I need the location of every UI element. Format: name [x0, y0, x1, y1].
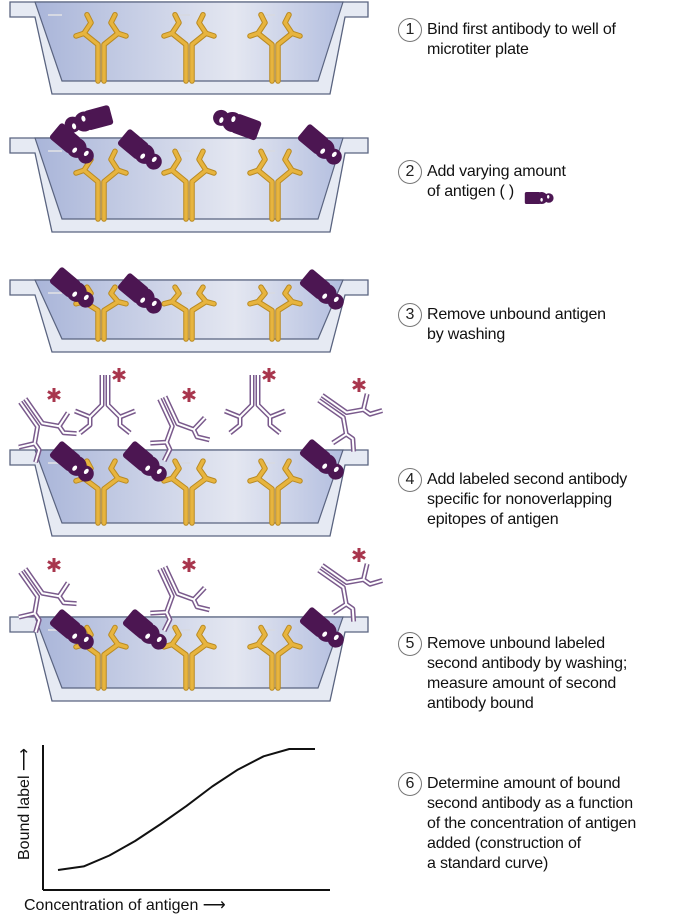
microtiter-well-1	[9, 1, 369, 95]
label-asterisk-icon	[47, 558, 61, 572]
antigen	[49, 609, 94, 650]
well-liquid	[34, 1, 344, 82]
label-asterisk-icon	[352, 548, 366, 562]
label-asterisk-icon	[47, 388, 61, 402]
antigen	[64, 105, 114, 133]
step-6: 6 Determine amount of bound second antibod…	[398, 772, 636, 874]
antigen	[122, 441, 167, 482]
antigen-legend-icon	[524, 192, 554, 204]
step-line: Add varying amount	[427, 163, 566, 180]
first-antibody	[247, 624, 303, 691]
labeled-second-antibody	[224, 375, 286, 435]
label-asterisk-icon	[112, 368, 126, 382]
step-number-badge: 4	[398, 468, 422, 492]
antigen	[524, 192, 554, 204]
antigen	[117, 273, 162, 314]
step-number-badge: 5	[398, 632, 422, 656]
first-antibody	[161, 12, 217, 84]
antigen	[49, 441, 94, 482]
label-asterisk-icon	[182, 388, 196, 402]
step-line: epitopes of antigen	[427, 511, 559, 528]
x-axis-label: Concentration of antigen ⟶	[24, 897, 226, 914]
step-line: by washing	[427, 326, 506, 343]
labeled-second-antibody	[18, 397, 77, 463]
labeled-second-antibody	[150, 395, 211, 463]
step-number-badge: 6	[398, 772, 422, 796]
label-asterisk-icon	[262, 368, 276, 382]
microtiter-well-2	[9, 105, 369, 233]
labeled-second-antibody	[150, 565, 211, 633]
standard-curve-chart	[42, 745, 330, 891]
step-description: Add varying amount of antigen ( )	[427, 162, 566, 202]
labeled-second-antibody	[74, 375, 136, 435]
step-4: 4 Add labeled second antibody specific for…	[398, 468, 627, 530]
step-line: Add labeled second antibody	[427, 471, 628, 488]
first-antibody	[247, 12, 303, 84]
first-antibody	[73, 624, 129, 691]
label-asterisk-icon	[182, 558, 196, 572]
step-line: of antigen ( )	[427, 183, 515, 200]
antigen	[117, 129, 162, 170]
first-antibody	[161, 458, 217, 526]
first-antibody	[161, 284, 217, 342]
step-3: 3 Remove unbound antigen by washing	[398, 303, 606, 345]
step-line: second antibody as a function	[427, 795, 633, 812]
first-antibody	[161, 624, 217, 691]
antigen	[49, 267, 94, 308]
step-description: Bind first antibody to well of microtiter…	[427, 20, 616, 60]
step-line: antibody bound	[427, 695, 534, 712]
antigen	[299, 439, 344, 480]
antigen	[213, 109, 262, 141]
step-line: Remove unbound antigen	[427, 306, 606, 323]
labeled-second-antibody	[18, 567, 77, 633]
antigen	[299, 607, 344, 648]
step-line: specific for nonoverlapping	[427, 491, 612, 508]
step-line: Bind first antibody to well of	[427, 21, 616, 38]
y-axis-label: Bound label ⟶	[16, 748, 33, 860]
step-number-badge: 1	[398, 18, 422, 42]
microtiter-well-4	[9, 368, 383, 537]
step-line: microtiter plate	[427, 41, 529, 58]
first-antibody	[247, 458, 303, 526]
step-description: Remove unbound labeled second antibody by…	[427, 634, 627, 714]
step-line: Remove unbound labeled	[427, 635, 605, 652]
labeled-second-antibody	[317, 393, 383, 452]
antigen	[49, 123, 94, 164]
label-asterisk-icon	[352, 378, 366, 392]
labeled-second-antibody	[317, 563, 383, 622]
step-number-badge: 2	[398, 160, 422, 184]
step-2: 2 Add varying amount of antigen ( )	[398, 160, 566, 202]
antigen	[122, 609, 167, 650]
step-line: of the concentration of antigen	[427, 815, 637, 832]
step-line: measure amount of second	[427, 675, 617, 692]
step-line: second antibody by washing;	[427, 655, 628, 672]
first-antibody	[247, 284, 303, 342]
step-1: 1 Bind first antibody to well of microtite…	[398, 18, 616, 60]
antigen	[299, 269, 344, 310]
antigen	[297, 124, 342, 165]
step-description: Determine amount of bound second antibody…	[427, 774, 636, 874]
step-number-badge: 3	[398, 303, 422, 327]
step-line: added (construction of	[427, 835, 581, 852]
standard-curve-line	[57, 748, 315, 871]
microtiter-well-3	[9, 267, 369, 353]
first-antibody	[73, 284, 129, 342]
first-antibody	[73, 12, 129, 84]
step-description: Remove unbound antigen by washing	[427, 305, 606, 345]
step-line: Determine amount of bound	[427, 775, 621, 792]
step-description: Add labeled second antibody specific for …	[427, 470, 627, 530]
microtiter-well-5	[9, 548, 383, 702]
first-antibody	[247, 148, 303, 222]
step-5: 5 Remove unbound labeled second antibody b…	[398, 632, 627, 714]
step-line: a standard curve)	[427, 855, 549, 872]
first-antibody	[161, 148, 217, 222]
